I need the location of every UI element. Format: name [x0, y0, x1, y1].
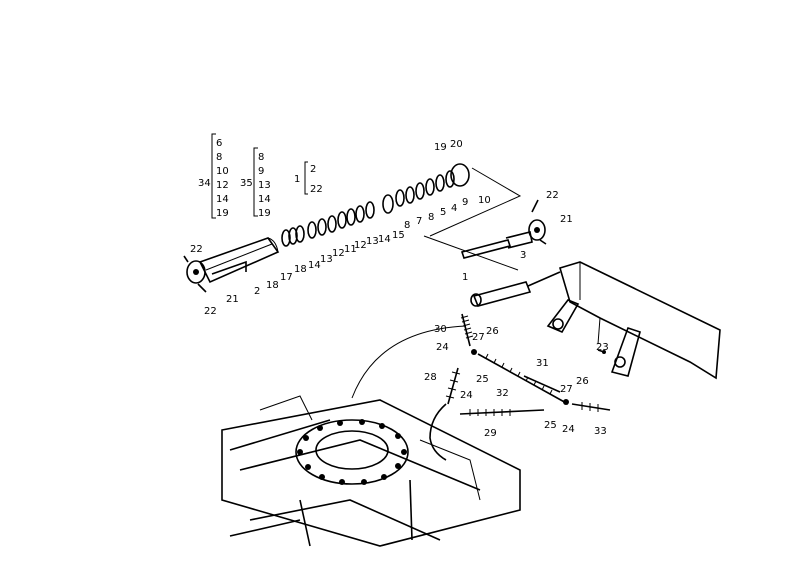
callout-11: 11: [344, 244, 357, 255]
callout-22: 22: [310, 184, 323, 195]
callout-20: 20: [450, 139, 463, 150]
callout-19: 19: [434, 142, 447, 153]
seal-ring-stack: [281, 163, 470, 247]
callout-18: 18: [294, 264, 307, 275]
linkage-hose: [429, 403, 447, 461]
callout-28: 28: [424, 372, 437, 383]
callout-33: 33: [594, 426, 607, 437]
callout-7: 7: [416, 216, 422, 227]
callout-4: 4: [451, 203, 457, 214]
callout-27: 27: [560, 384, 573, 395]
chassis-frame: [221, 395, 521, 547]
callout-13: 13: [366, 236, 379, 247]
callout-12: 12: [354, 240, 367, 251]
linkage-springs: [445, 313, 611, 416]
callout-2: 2: [310, 164, 316, 175]
callout-8: 8: [404, 220, 410, 231]
callout-30: 30: [434, 324, 447, 335]
callout-24: 24: [562, 424, 575, 435]
cylinder-tube: [198, 237, 280, 284]
callout-1: 1: [462, 272, 468, 283]
callout-21: 21: [226, 294, 239, 305]
callout-8: 8: [258, 152, 264, 163]
callout-14: 14: [378, 234, 391, 245]
callout-22: 22: [190, 244, 203, 255]
callout-12: 12: [332, 248, 345, 259]
callout-25: 25: [476, 374, 489, 385]
kit-bracket-35: [253, 147, 258, 217]
reference-arc: [351, 325, 467, 399]
callout-35: 35: [240, 178, 253, 189]
callout-25: 25: [544, 420, 557, 431]
callout-14: 14: [216, 194, 229, 205]
callout-5: 5: [440, 207, 446, 218]
callout-10: 10: [478, 195, 491, 206]
callout-labels: 34 6 8 10 12 14 19 35 8 9 13 14 19 1 2 2…: [190, 138, 609, 439]
callout-19: 19: [216, 208, 229, 219]
blade-lift-frame: [546, 261, 721, 380]
callout-26: 26: [486, 326, 499, 337]
callout-24: 24: [460, 390, 473, 401]
callout-17: 17: [280, 272, 293, 283]
slewing-ring: [295, 419, 409, 485]
callout-24: 24: [436, 342, 449, 353]
callout-9: 9: [258, 166, 264, 177]
kit-bracket-34: [211, 133, 216, 219]
callout-23: 23: [596, 342, 609, 353]
callout-22: 22: [204, 306, 217, 317]
callout-14: 14: [308, 260, 321, 271]
assembled-cylinder: [470, 271, 561, 307]
explosion-guide-lines: [423, 167, 522, 271]
callout-14: 14: [258, 194, 271, 205]
callout-27: 27: [472, 332, 485, 343]
callout-2: 2: [254, 286, 260, 297]
kit-bracket-1: [304, 161, 308, 195]
callout-9: 9: [462, 197, 468, 208]
callout-18: 18: [266, 280, 279, 291]
callout-13: 13: [258, 180, 271, 191]
callout-13: 13: [320, 254, 333, 265]
callout-19: 19: [258, 208, 271, 219]
callout-31: 31: [536, 358, 549, 369]
callout-26: 26: [576, 376, 589, 387]
callout-32: 32: [496, 388, 509, 399]
cylinder-end-clevis-left: [183, 255, 207, 293]
callout-8: 8: [216, 152, 222, 163]
callout-6: 6: [216, 138, 222, 149]
callout-29: 29: [484, 428, 497, 439]
callout-3: 3: [520, 250, 526, 261]
callout-22: 22: [546, 190, 559, 201]
rod-end-clevis-right: [528, 199, 547, 245]
callout-10: 10: [216, 166, 229, 177]
callout-34: 34: [198, 178, 211, 189]
callout-1: 1: [294, 174, 300, 185]
callout-12: 12: [216, 180, 229, 191]
callout-15: 15: [392, 230, 405, 241]
callout-21: 21: [560, 214, 573, 225]
callout-8: 8: [428, 212, 434, 223]
